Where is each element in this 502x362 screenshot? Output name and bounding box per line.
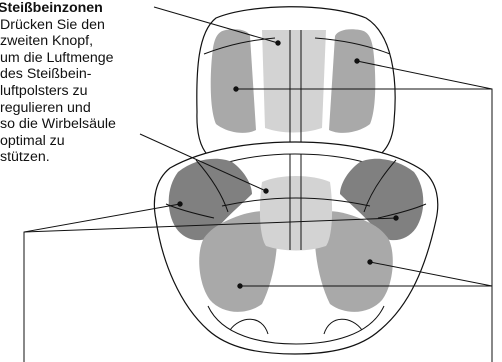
caption-line: Drücken Sie den	[0, 17, 160, 34]
marker-lower-left-mid	[238, 284, 242, 288]
caption-line: um die Luftmenge	[0, 50, 160, 67]
marker-lower-right-dark	[394, 216, 398, 220]
caption-line: so die Wirbelsäule	[0, 116, 160, 133]
marker-lower-center	[264, 189, 268, 193]
marker-lower-right-mid	[368, 260, 372, 264]
caption-line: stützen.	[0, 149, 160, 166]
upper-center-zone	[262, 30, 326, 133]
marker-upper-left	[234, 87, 238, 91]
caption-line: regulieren und	[0, 100, 160, 117]
caption-line: optimal zu	[0, 133, 160, 150]
upper-right-zone	[329, 29, 375, 133]
leader-left-vertical	[24, 204, 180, 362]
marker-upper-center	[276, 41, 280, 45]
lower-cushion	[154, 142, 437, 354]
caption-title: Steißbeinzonen	[0, 0, 160, 17]
marker-upper-right	[355, 59, 359, 63]
marker-lower-left-dark	[178, 202, 182, 206]
caption-line: luftpolsters zu	[0, 83, 160, 100]
caption-line: zweiten Knopf,	[0, 33, 160, 50]
lower-center-zone	[260, 176, 332, 251]
caption-line: des Steißbein-	[0, 66, 160, 83]
caption-block: Steißbeinzonen Drücken Sie den zweiten K…	[0, 0, 160, 166]
